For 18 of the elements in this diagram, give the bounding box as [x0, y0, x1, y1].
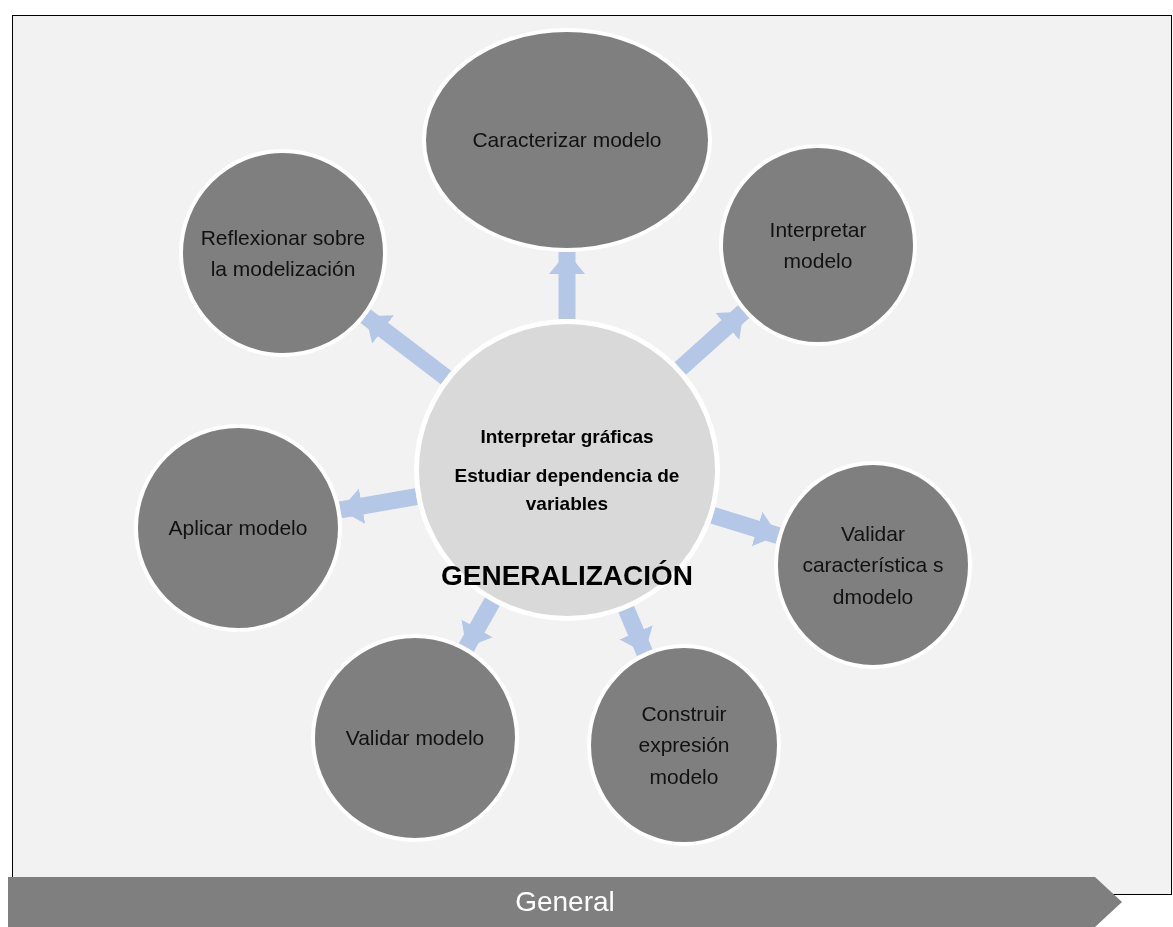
- node-text: Caracterizar modelo: [471, 127, 663, 154]
- node-text: Aplicar modelo: [167, 515, 309, 542]
- node-text: Reflexionar sobre la modelización: [199, 224, 367, 282]
- block-arrow: [710, 507, 781, 547]
- node-text: Validar característica s dmodelo: [801, 520, 945, 610]
- stage-heading: GENERALIZACIÓN: [440, 560, 694, 592]
- block-arrow: [458, 597, 500, 652]
- block-arrow: [549, 252, 585, 319]
- block-arrow: [360, 309, 452, 385]
- block-arrow: [674, 305, 750, 375]
- node-text: Interpretar gráficas: [479, 424, 655, 449]
- node-text: General: [514, 886, 616, 918]
- block-arrow: [338, 488, 418, 524]
- node-text: Interpretar modelo: [768, 216, 868, 274]
- node-text: Construir expresión modelo: [637, 700, 731, 790]
- node-text: Estudiar dependencia de variables: [453, 464, 681, 516]
- block-arrow: [618, 605, 653, 656]
- node-text: Validar modelo: [344, 725, 486, 752]
